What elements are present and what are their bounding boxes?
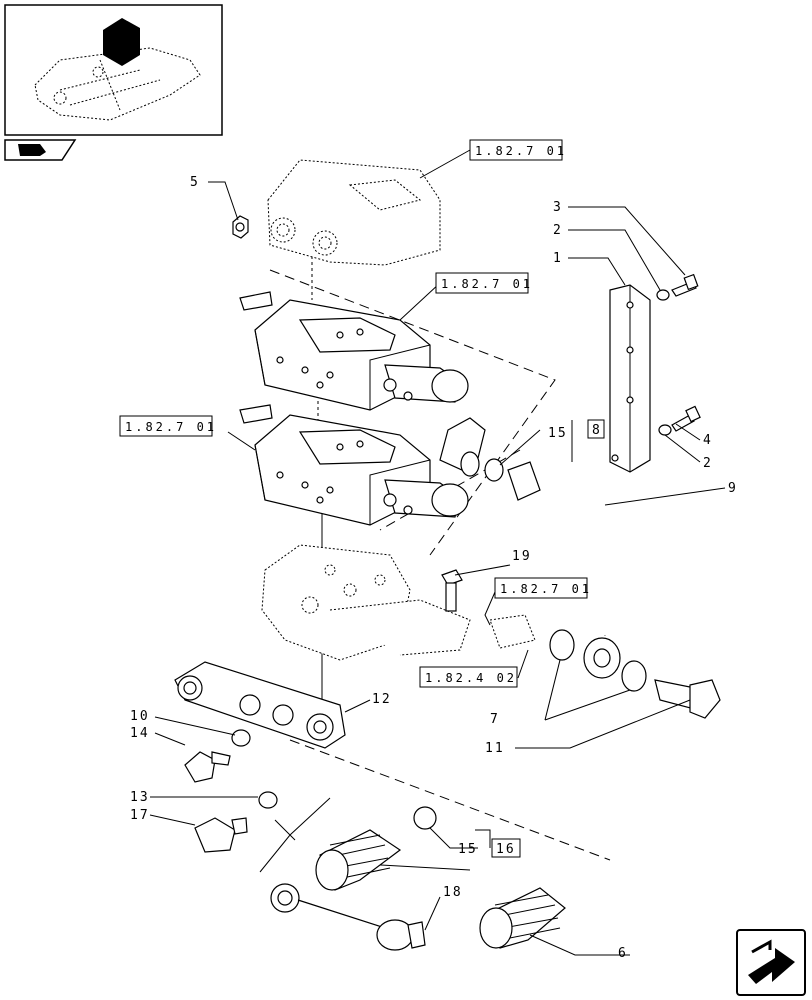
callout-12: 12 bbox=[372, 692, 392, 707]
upper-valve-body bbox=[267, 159, 441, 266]
ref-box-4[interactable]: 1.82.7 01 bbox=[500, 582, 592, 596]
callout-15b: 15 bbox=[458, 842, 478, 857]
washer-10 bbox=[231, 729, 251, 747]
ref-box-5[interactable]: 1.82.4 02 bbox=[425, 671, 517, 685]
valve-section-lower bbox=[239, 404, 469, 526]
callout-17: 17 bbox=[130, 808, 150, 823]
elbow-fitting bbox=[439, 417, 486, 477]
callout-2b: 2 bbox=[703, 456, 713, 471]
washer-2a bbox=[656, 289, 670, 301]
bracket-12 bbox=[174, 661, 346, 749]
callout-11: 11 bbox=[485, 741, 505, 756]
callout-18: 18 bbox=[443, 885, 463, 900]
dust-cap-18 bbox=[270, 883, 426, 951]
callout-7: 7 bbox=[490, 712, 500, 727]
callout-9: 9 bbox=[728, 481, 738, 496]
callout-1: 1 bbox=[553, 251, 563, 266]
callout-10: 10 bbox=[130, 709, 150, 724]
callout-5: 5 bbox=[190, 175, 200, 190]
callout-19: 19 bbox=[512, 549, 532, 564]
banjo-bolt-11 bbox=[654, 679, 721, 719]
nut-5 bbox=[232, 215, 249, 239]
boxed-8: 8 bbox=[592, 423, 602, 438]
quick-coupler bbox=[315, 829, 402, 891]
washer-7a bbox=[549, 629, 575, 661]
washer-2b bbox=[658, 424, 672, 436]
callout-labels: 5 1 2 3 4 2 9 15 19 7 11 12 10 14 13 17 … bbox=[130, 175, 738, 961]
washer-15 bbox=[484, 458, 504, 482]
callout-14: 14 bbox=[130, 726, 150, 741]
boxed-callouts: 8 16 bbox=[491, 419, 605, 858]
washer-15b bbox=[413, 806, 437, 830]
valve-section-upper bbox=[239, 291, 469, 411]
ref-box-2[interactable]: 1.82.7 01 bbox=[441, 277, 533, 291]
callout-4: 4 bbox=[703, 433, 713, 448]
next-page-arrow-icon[interactable] bbox=[736, 929, 806, 996]
callout-13: 13 bbox=[130, 790, 150, 805]
catalog-badge-icon[interactable] bbox=[4, 139, 77, 161]
end-plate bbox=[261, 544, 536, 661]
ref-box-3[interactable]: 1.82.7 01 bbox=[125, 420, 217, 434]
bolt-19 bbox=[441, 569, 463, 612]
screw-3 bbox=[671, 273, 699, 297]
screw-4 bbox=[671, 405, 701, 432]
leader-lines bbox=[149, 149, 726, 956]
washer-7b bbox=[621, 660, 647, 692]
callout-6: 6 bbox=[618, 946, 628, 961]
thumbnail-frame bbox=[4, 4, 223, 136]
boxed-16: 16 bbox=[496, 842, 516, 857]
adapter-17 bbox=[194, 817, 248, 853]
tractor-lift-cover-thumbnail bbox=[34, 18, 201, 121]
callout-3: 3 bbox=[553, 200, 563, 215]
plug-14 bbox=[184, 751, 231, 783]
callout-15a: 15 bbox=[548, 426, 568, 441]
reference-boxes[interactable]: 1.82.7 01 1.82.7 01 1.82.7 01 1.82.7 01 … bbox=[119, 139, 592, 688]
washer-13 bbox=[258, 791, 278, 809]
ref-box-1[interactable]: 1.82.7 01 bbox=[475, 144, 567, 158]
callout-2a: 2 bbox=[553, 223, 563, 238]
bracket-1 bbox=[609, 284, 651, 473]
quick-coupler-6 bbox=[479, 887, 566, 949]
